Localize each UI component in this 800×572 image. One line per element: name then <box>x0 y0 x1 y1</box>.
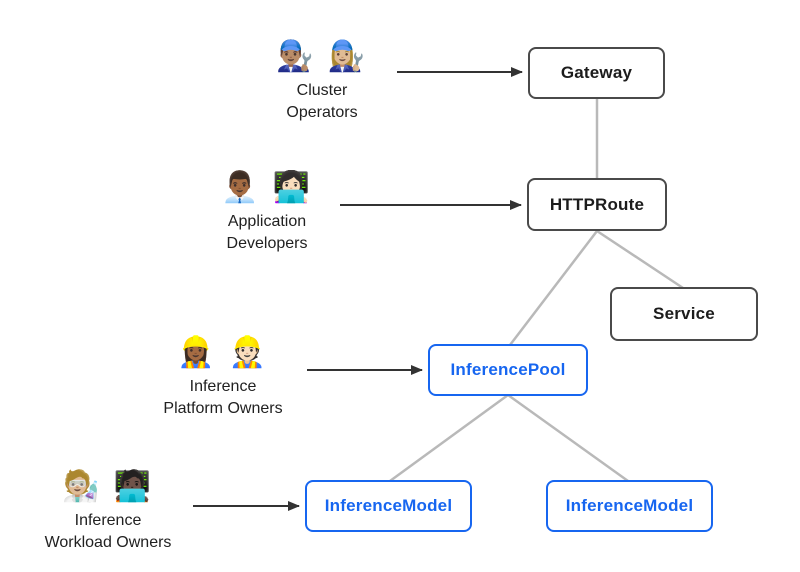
edge-inferencepool-inferencemodel-right <box>506 393 630 483</box>
node-gateway: Gateway <box>528 47 665 99</box>
edge-httproute-inferencepool <box>508 229 599 347</box>
cluster-operators-label: Cluster Operators <box>237 80 407 124</box>
node-inferencemodel-right: InferenceModel <box>546 480 713 532</box>
persona-application-developers: 👨🏾‍💼 👩🏻‍💻 Application Developers <box>182 167 352 255</box>
application-developers-label: Application Developers <box>182 211 352 255</box>
inference-workload-owners-label: Inference Workload Owners <box>23 510 193 554</box>
inference-workload-owners-label-line1: Inference <box>74 512 142 529</box>
inference-platform-owners-label-line2: Platform Owners <box>163 400 283 417</box>
node-httproute: HTTPRoute <box>527 178 667 231</box>
inference-workload-owners-emoji: 🧑🏼‍🔬 🧑🏿‍💻 <box>61 470 155 503</box>
cluster-operators-emoji: 👨🏽‍🔧 👩🏼‍🔧 <box>275 40 369 73</box>
node-inferencepool: InferencePool <box>428 344 588 396</box>
application-developers-emoji: 👨🏾‍💼 👩🏻‍💻 <box>220 171 314 204</box>
cluster-operators-label-line2: Operators <box>286 104 358 121</box>
persona-cluster-operators: 👨🏽‍🔧 👩🏼‍🔧 Cluster Operators <box>237 36 407 124</box>
inference-platform-owners-emoji: 👷🏾‍♀️ 👷🏻 <box>176 336 270 369</box>
application-developers-label-line1: Application <box>227 213 307 230</box>
edge-inferencepool-inferencemodel-left <box>388 393 510 483</box>
inference-workload-owners-label-line2: Workload Owners <box>44 534 172 551</box>
node-service: Service <box>610 287 758 341</box>
edge-httproute-service <box>595 229 685 290</box>
application-developers-label-line2: Developers <box>226 235 308 252</box>
persona-inference-platform-owners: 👷🏾‍♀️ 👷🏻 Inference Platform Owners <box>138 332 308 420</box>
inference-platform-owners-label-line1: Inference <box>189 378 257 395</box>
inference-platform-owners-label: Inference Platform Owners <box>138 376 308 420</box>
persona-inference-workload-owners: 🧑🏼‍🔬 🧑🏿‍💻 Inference Workload Owners <box>23 466 193 554</box>
cluster-operators-label-line1: Cluster <box>296 82 348 99</box>
node-inferencemodel-left: InferenceModel <box>305 480 472 532</box>
